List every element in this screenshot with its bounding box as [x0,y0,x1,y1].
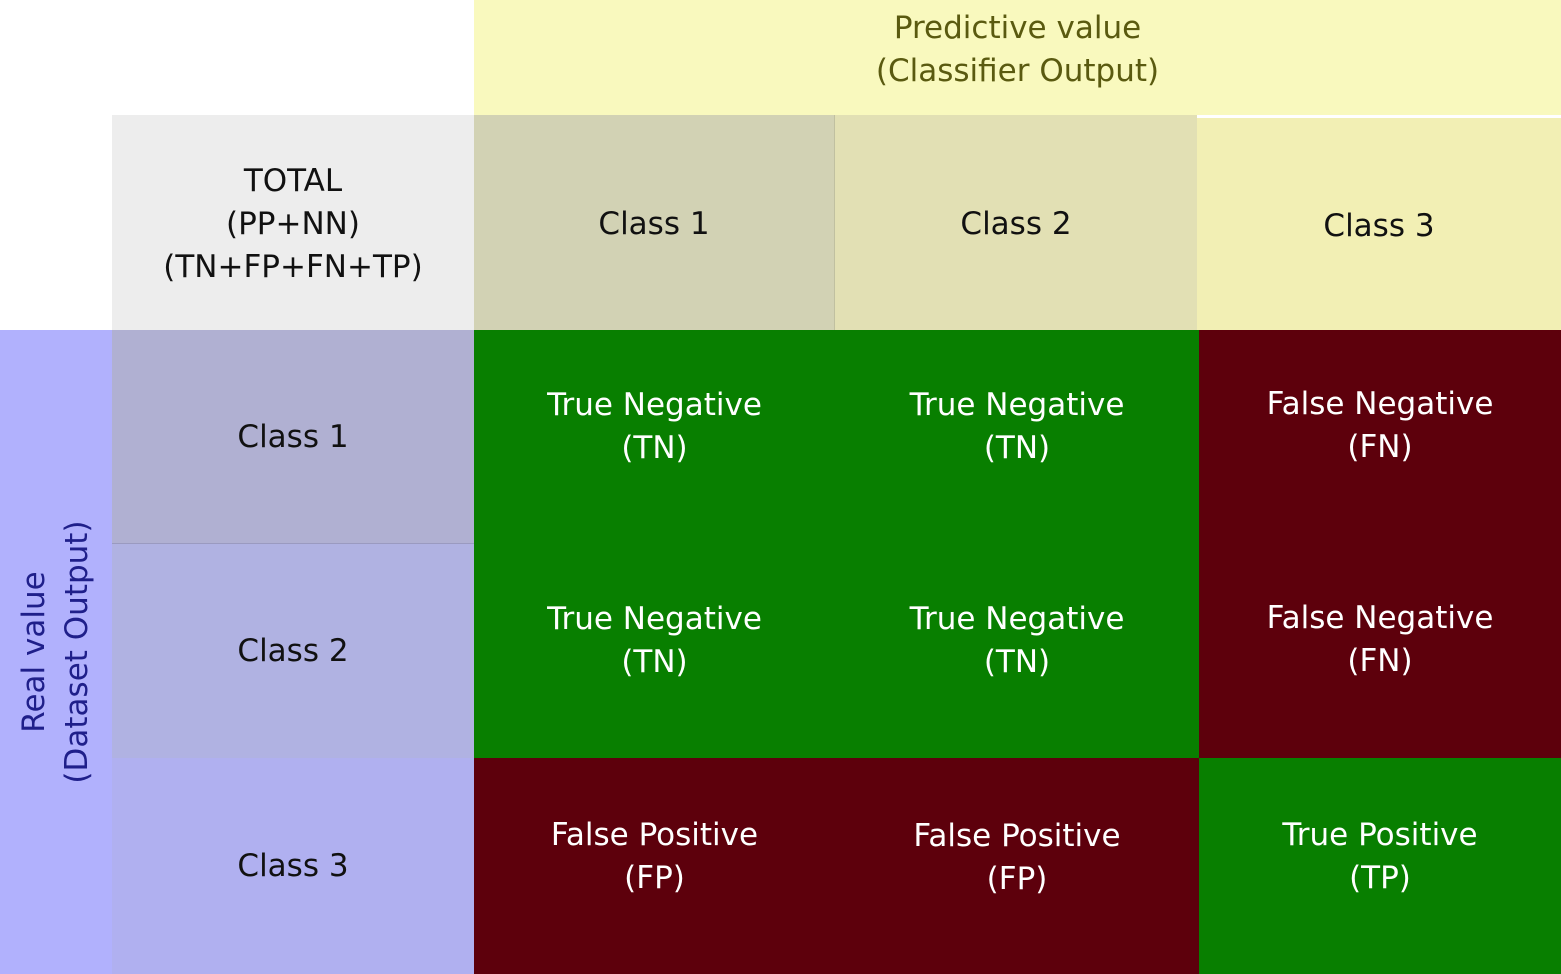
cell-outcome: True Negative [909,387,1125,423]
row-header-label: Class 1 [237,418,349,455]
matrix-cell-r3-c2: False Positive (FP) [835,758,1199,974]
cell-abbr: (TP) [1349,860,1411,896]
cell-outcome: True Negative [547,601,762,637]
matrix-cell-r2-c1: True Negative (TN) [474,544,835,758]
column-header-label: Class 3 [1323,208,1435,244]
column-header-class-2: Class 2 [835,115,1197,330]
cell-outcome: True Negative [909,601,1125,637]
matrix-cell-r1-c3: False Negative (FN) [1199,330,1561,544]
column-header-label: Class 2 [960,206,1072,242]
cell-outcome: False Positive [913,818,1121,854]
classifier-output-label: (Classifier Output) [875,52,1160,89]
row-header-class-3: Class 3 [112,758,474,974]
cell-abbr: (FN) [1347,643,1413,679]
cell-abbr: (TN) [621,644,688,680]
cell-abbr: (FN) [1347,429,1413,465]
total-formula-tn-fp-fn-tp: (TN+FP+FN+TP) [163,248,423,285]
row-header-label: Class 3 [237,848,349,884]
cell-abbr: (TN) [983,644,1051,680]
matrix-cell-r2-c3: False Negative (FN) [1199,544,1561,758]
total-cell: TOTAL (PP+NN) (TN+FP+FN+TP) [112,115,474,330]
predictive-value-header: Predictive value (Classifier Output) [474,0,1561,115]
column-header-label: Class 1 [598,206,710,242]
matrix-cell-r1-c1: True Negative (TN) [474,330,835,544]
matrix-cell-r3-c3: True Positive (TP) [1199,758,1561,974]
cell-outcome: False Negative [1266,600,1494,636]
column-header-class-1: Class 1 [474,115,835,330]
cell-abbr: (FP) [624,860,685,896]
matrix-cell-r3-c1: False Positive (FP) [474,758,835,974]
cell-outcome: True Positive [1282,817,1478,853]
cell-outcome: True Negative [547,387,762,423]
total-formula-pp-nn: (PP+NN) [226,205,360,242]
row-header-class-2: Class 2 [112,544,474,758]
row-header-label: Class 2 [237,633,349,669]
cell-outcome: False Positive [550,817,759,853]
cell-outcome: False Negative [1266,386,1494,422]
matrix-cell-r1-c2: True Negative (TN) [835,330,1199,544]
total-label: TOTAL [243,162,343,199]
row-header-class-1: Class 1 [112,330,474,544]
predictive-value-label: Predictive value [893,9,1142,46]
column-header-class-3: Class 3 [1197,118,1561,330]
cell-abbr: (TN) [621,430,688,466]
cell-abbr: (TN) [983,430,1051,466]
matrix-cell-r2-c2: True Negative (TN) [835,544,1199,758]
real-value-band: Real value (Dataset Output) [0,330,112,974]
real-value-label: Real value [16,571,52,733]
cell-abbr: (FP) [986,861,1048,897]
dataset-output-label: (Dataset Output) [59,520,95,784]
